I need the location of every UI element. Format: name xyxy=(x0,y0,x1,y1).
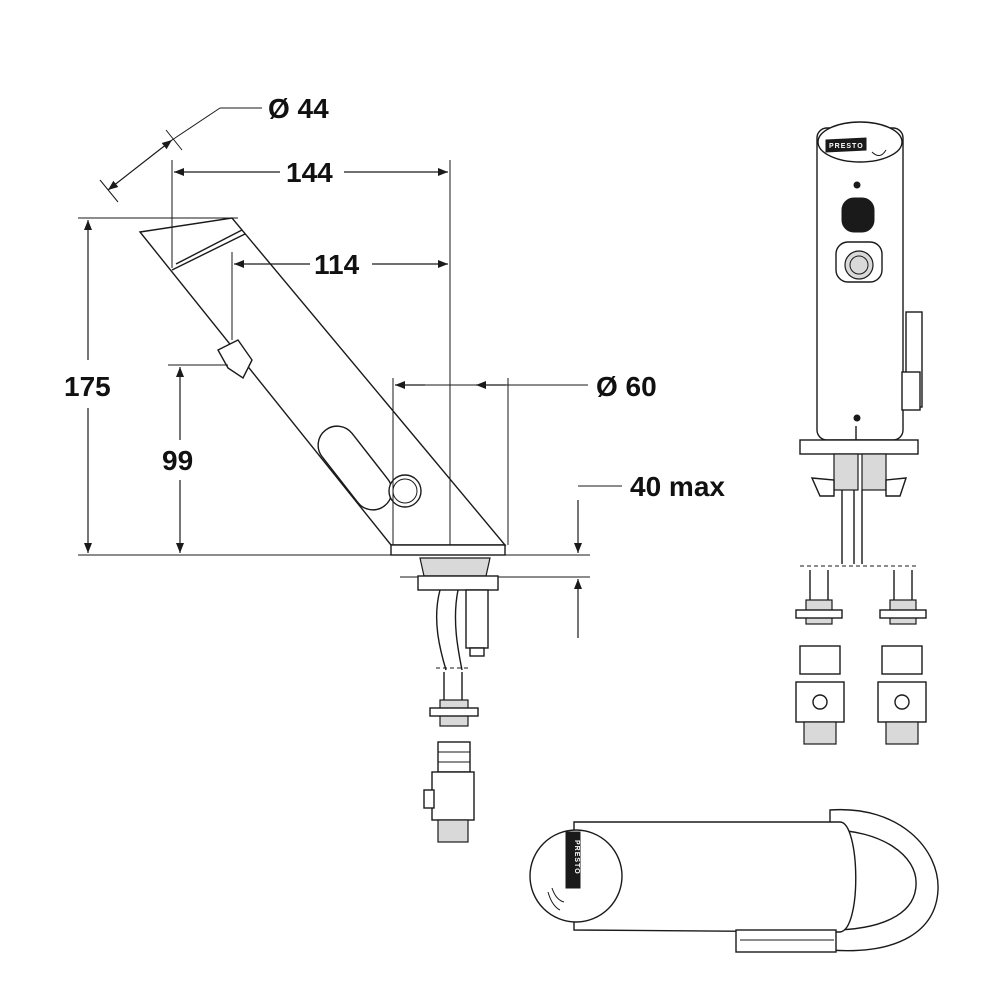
faucet-body-side xyxy=(138,217,507,556)
under-deck-fittings xyxy=(417,557,499,843)
sensor-window xyxy=(841,197,875,233)
dimension-lines xyxy=(78,107,622,638)
top-view: PRESTO xyxy=(529,808,939,953)
side-view xyxy=(78,217,590,843)
lever-top xyxy=(735,929,837,953)
lever-slot xyxy=(317,425,393,511)
front-view: PRESTO xyxy=(795,121,927,745)
brand-logo-top: PRESTO xyxy=(573,840,580,875)
lever-knob xyxy=(388,474,422,508)
dim-reach-outlet: 114 xyxy=(314,249,360,280)
dim-deck-thickness: 40 max xyxy=(630,471,725,502)
base-ring xyxy=(390,544,506,556)
aerator xyxy=(844,250,874,280)
brand-logo-front: PRESTO xyxy=(829,143,864,150)
dim-base-diameter: Ø 60 xyxy=(596,371,657,402)
dim-reach-total: 144 xyxy=(286,157,333,188)
dim-height-sensor: 99 xyxy=(162,445,193,476)
dim-height-total: 175 xyxy=(64,371,111,402)
front-base xyxy=(799,439,919,455)
dim-spout-diameter: Ø 44 xyxy=(268,93,329,124)
